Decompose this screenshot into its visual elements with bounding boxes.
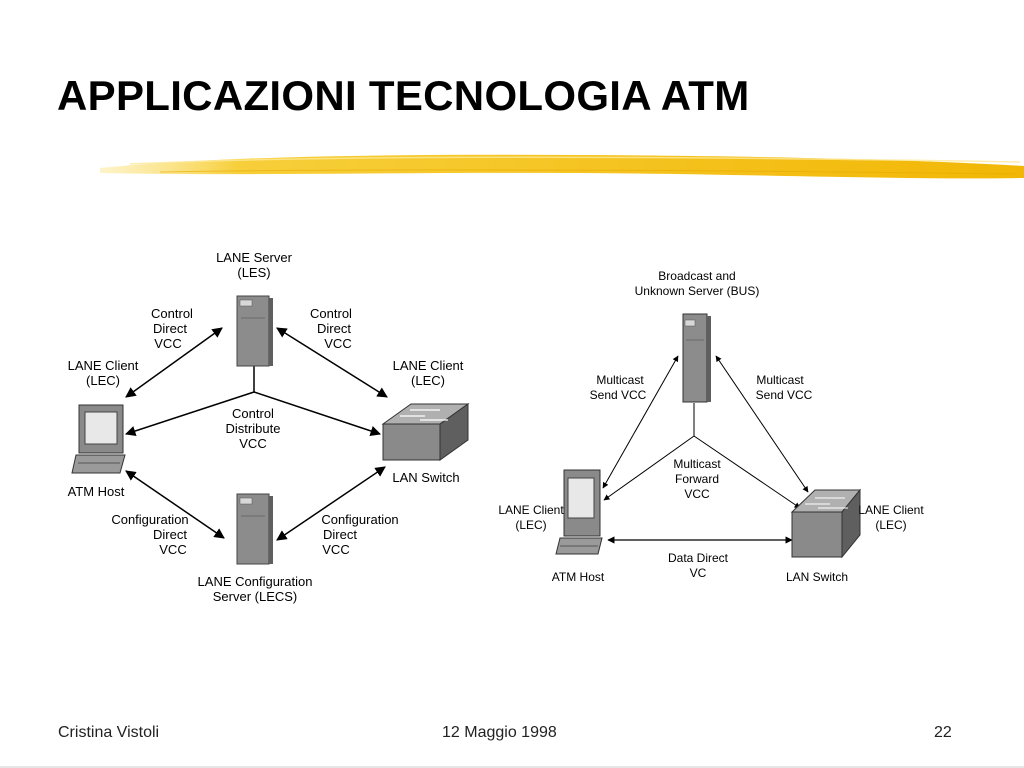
- title-underline-stroke: [100, 154, 1024, 179]
- multicast-send-left-arrow: [602, 355, 679, 489]
- atm-host-label: ATM Host: [68, 484, 125, 499]
- les-server-icon: [236, 295, 273, 367]
- config-direct-right-arrow: [276, 466, 386, 541]
- lecs-server-icon: [236, 493, 273, 565]
- atm-host-label-right: ATM Host: [552, 570, 605, 584]
- lan-switch-label-right: LAN Switch: [786, 570, 848, 584]
- lan-switch-icon-right: [790, 488, 862, 559]
- bus-server-icon: [682, 313, 711, 403]
- atm-host-icon: [71, 404, 126, 474]
- footer-date: 12 Maggio 1998: [442, 724, 557, 741]
- control-distribute-right-arrow: [253, 391, 381, 436]
- les-label: LANE Server(LES): [216, 250, 293, 280]
- lan-switch-label: LAN Switch: [392, 470, 459, 485]
- atm-host-icon-right: [555, 469, 603, 555]
- multicast-send-right-arrow: [715, 355, 809, 493]
- config-direct-left-arrow: [125, 470, 225, 539]
- lec-right-label-right: LANE Client(LEC): [858, 503, 924, 532]
- lec-left-label-right: LANE Client(LEC): [498, 503, 564, 532]
- page-number: 22: [934, 724, 952, 741]
- lan-switch-icon: [381, 403, 470, 461]
- lec-right-label: LANE Client(LEC): [393, 358, 464, 388]
- lec-left-label: LANE Client(LEC): [68, 358, 139, 388]
- multicast-forward-right-arrow: [693, 435, 801, 509]
- bottom-divider: [0, 766, 1024, 768]
- control-direct-right-arrow: [276, 327, 388, 398]
- multicast-forward-left-arrow: [603, 435, 695, 501]
- control-distribute-left-arrow: [125, 391, 255, 437]
- footer-author: Cristina Vistoli: [58, 724, 160, 741]
- control-direct-left-arrow: [125, 327, 223, 398]
- slide-title: APPLICAZIONI TECNOLOGIA ATM: [57, 72, 750, 119]
